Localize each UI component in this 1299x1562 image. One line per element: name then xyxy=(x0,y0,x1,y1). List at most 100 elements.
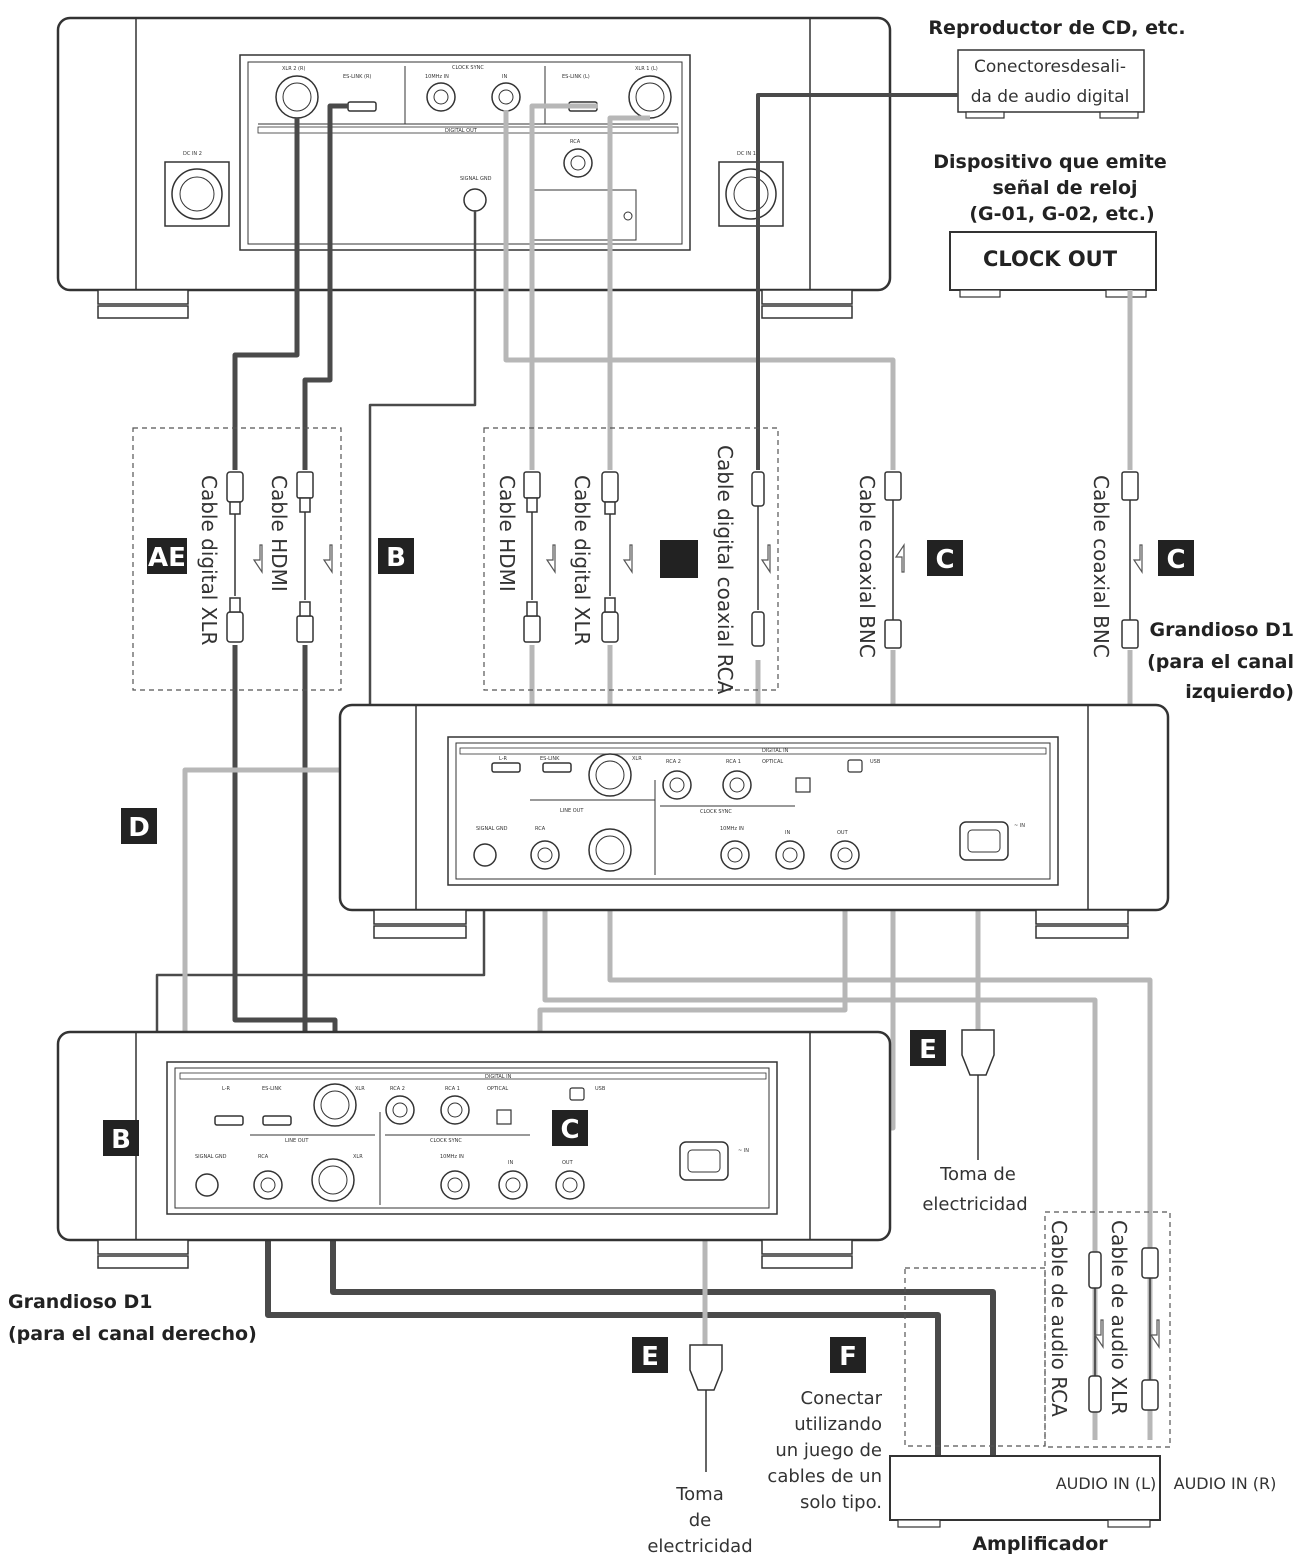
svg-text:C: C xyxy=(935,545,954,575)
label-ac-in: ~ IN xyxy=(1014,823,1025,829)
label-xlr1: XLR 1 (L) xyxy=(635,66,658,72)
label-rca2: RCA 2 xyxy=(666,759,681,765)
cable-icons xyxy=(226,471,1159,1472)
clock-title-line3: (G-01, G-02, etc.) xyxy=(969,203,1154,225)
amplifier: AUDIO IN (L) AUDIO IN (R) Amplificador xyxy=(889,1455,1277,1555)
note-f-line3: un juego de xyxy=(775,1440,882,1461)
bnc-plug-icon-2 xyxy=(1121,471,1139,649)
power-supply-unit: XLR 2 (R) ES-LINK (R) CLOCK SYNC 10MHz I… xyxy=(56,16,892,319)
svg-text:B: B xyxy=(386,543,406,573)
arrow-down-icon-4 xyxy=(622,544,633,574)
outlet-2-line1: Toma xyxy=(675,1484,724,1505)
grandioso-left-unit: L-R ES-LINK XLR RCA 2 RCA 1 OPTICAL DIGI… xyxy=(338,703,1170,939)
label-eslink-r: ES-LINK (R) xyxy=(343,74,371,80)
badge-a: AE xyxy=(147,538,187,574)
clock-out-label: CLOCK OUT xyxy=(983,247,1118,271)
label-cable-bnc-1: Cable coaxial BNC xyxy=(855,475,879,658)
label-cable-rca-audio: Cable de audio RCA xyxy=(1047,1220,1071,1417)
label-rca2-b: RCA 2 xyxy=(390,1086,405,1092)
arrow-down-icon-2 xyxy=(322,544,333,574)
label-ac-in-b: ~ IN xyxy=(738,1148,749,1154)
arrow-down-icon-8 xyxy=(1149,1319,1160,1349)
label-cable-hdmi: Cable HDMI xyxy=(267,475,291,592)
outlet-2-line3: electricidad xyxy=(647,1536,752,1557)
label-rca-c: RCA xyxy=(258,1154,269,1160)
direction-arrows xyxy=(252,543,1160,1349)
svg-text:AE: AE xyxy=(148,543,186,573)
badge-c-3: C xyxy=(552,1110,588,1146)
label-10mhz-in: 10MHz IN xyxy=(425,74,449,80)
label-rca: RCA xyxy=(570,139,581,145)
badge-f: F xyxy=(830,1337,866,1373)
label-rca1: RCA 1 xyxy=(726,759,741,765)
arrow-up-icon xyxy=(894,543,905,573)
label-cable-rca-coax: Cable digital coaxial RCA xyxy=(713,445,737,695)
cd-player-title: Reproductor de CD, etc. xyxy=(928,17,1185,39)
label-10mhz: 10MHz IN xyxy=(720,826,744,832)
label-cable-xlr-digital-2: Cable digital XLR xyxy=(570,475,594,645)
outlet-2-line2: de xyxy=(689,1510,712,1531)
svg-text:E: E xyxy=(919,1035,937,1065)
note-f-line4: cables de un xyxy=(767,1466,882,1487)
label-signal-gnd-c: SIGNAL GND xyxy=(195,1154,227,1160)
cd-player: Reproductor de CD, etc. Conectoresdesali… xyxy=(928,17,1186,119)
arrow-down-icon-5 xyxy=(760,544,771,574)
label-eslink-b: ES-LINK xyxy=(262,1086,282,1092)
label-10mhz-b: 10MHz IN xyxy=(440,1154,464,1160)
xlr-plug-icon-2 xyxy=(601,471,619,643)
label-eslink-l: ES-LINK (L) xyxy=(562,74,590,80)
label-line-out: LINE OUT xyxy=(560,808,584,814)
svg-text:C: C xyxy=(1166,545,1185,575)
arrow-down-icon-6 xyxy=(1132,544,1143,574)
badge-c-1: C xyxy=(927,540,963,576)
svg-text:F: F xyxy=(839,1342,857,1372)
label-eslink: ES-LINK xyxy=(540,756,560,762)
label-lr: L-R xyxy=(499,756,508,762)
left-unit-title-line3: izquierdo) xyxy=(1185,681,1294,703)
amp-input-l: AUDIO IN (L) xyxy=(1056,1474,1157,1493)
label-cable-hdmi-2: Cable HDMI xyxy=(495,475,519,592)
amp-title: Amplificador xyxy=(972,1533,1108,1555)
badge-c-2: C xyxy=(1158,540,1194,576)
label-rca-b: RCA xyxy=(535,826,546,832)
svg-text:B: B xyxy=(111,1125,131,1155)
label-signal-gnd: SIGNAL GND xyxy=(460,176,492,182)
label-dc-in1: DC IN 1 xyxy=(737,151,756,157)
xlr-plug-icon xyxy=(226,471,244,643)
badge-b-bottom: B xyxy=(103,1120,139,1156)
power-plug-icon-2 xyxy=(689,1344,723,1472)
badge-b-top: B xyxy=(378,538,414,574)
label-digital-in: DIGITAL IN xyxy=(762,748,789,754)
cable-labels: Cable digital XLR Cable HDMI Cable HDMI … xyxy=(197,445,1131,1417)
amp-input-r: AUDIO IN (R) xyxy=(1174,1474,1277,1493)
rca-plug-icon xyxy=(751,471,765,647)
power-plug-icon xyxy=(961,1029,995,1160)
label-out-b: OUT xyxy=(562,1160,574,1166)
label-rca1-b: RCA 1 xyxy=(445,1086,460,1092)
arrow-down-icon xyxy=(252,544,263,574)
label-xlr2: XLR 2 (R) xyxy=(282,66,305,72)
right-unit-title-line1: Grandioso D1 xyxy=(8,1291,152,1313)
badge-e-2: E xyxy=(632,1337,668,1373)
arrow-down-icon-7 xyxy=(1093,1319,1104,1349)
left-unit-title-line2: (para el canal xyxy=(1147,651,1294,673)
label-cable-xlr-digital: Cable digital XLR xyxy=(197,475,221,645)
clock-title-line2: señal de reloj xyxy=(992,177,1137,199)
left-unit-title-line1: Grandioso D1 xyxy=(1150,619,1294,641)
label-out: OUT xyxy=(837,830,849,836)
bnc-plug-icon xyxy=(884,471,902,649)
label-in: IN xyxy=(502,74,507,80)
grandioso-right-unit: L-R ES-LINK XLR RCA 2 RCA 1 OPTICAL DIGI… xyxy=(56,1030,892,1269)
rca-audio-plug-icon xyxy=(1088,1251,1102,1413)
label-signal-gnd-b: SIGNAL GND xyxy=(476,826,508,832)
label-digital-out: DIGITAL OUT xyxy=(445,128,478,134)
svg-text:C: C xyxy=(560,1115,579,1145)
svg-text:E: E xyxy=(641,1342,659,1372)
label-xlr-c: XLR xyxy=(353,1154,363,1160)
note-f-line2: utilizando xyxy=(794,1414,882,1435)
label-dc-in2: DC IN 2 xyxy=(183,151,202,157)
label-clock-sync: CLOCK SYNC xyxy=(452,65,484,71)
badge-e-1: E xyxy=(910,1030,946,1066)
right-unit-title-line2: (para el canal derecho) xyxy=(8,1323,257,1345)
